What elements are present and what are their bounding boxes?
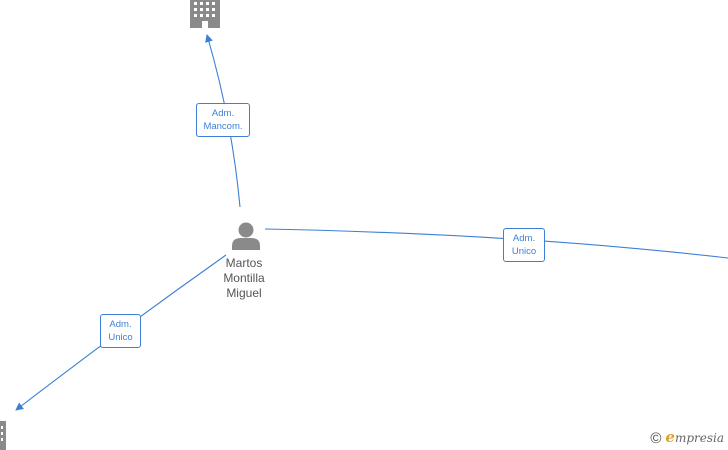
role-badge-line: Adm. xyxy=(211,108,235,119)
copyright-brand: ©empresia xyxy=(650,428,724,447)
role-badge-line: Unico xyxy=(511,246,537,257)
brand-logo-text: mpresia xyxy=(674,431,724,445)
building-icon[interactable] xyxy=(190,0,220,28)
role-badge-top[interactable]: Adm. Mancom. xyxy=(196,103,250,137)
role-badge-line: Mancom. xyxy=(203,121,243,132)
copyright-icon: © xyxy=(650,430,662,447)
edge-line-to-right-company xyxy=(264,228,728,259)
person-name-label: Martos Montilla Miguel xyxy=(204,256,284,301)
role-badge-line: Unico xyxy=(108,332,133,343)
role-badge-bottom-left[interactable]: Adm. Unico xyxy=(100,314,141,348)
brand-logo-initial: e xyxy=(665,428,675,446)
person-name-line: Martos xyxy=(225,256,263,270)
role-badge-line: Adm. xyxy=(512,233,536,244)
person-icon[interactable] xyxy=(232,222,260,251)
role-badge-right[interactable]: Adm. Unico xyxy=(503,228,545,262)
role-badge-line: Adm. xyxy=(109,319,132,330)
person-name-line: Miguel xyxy=(226,286,262,300)
person-name-line: Montilla xyxy=(223,271,265,285)
building-icon[interactable] xyxy=(0,421,6,450)
